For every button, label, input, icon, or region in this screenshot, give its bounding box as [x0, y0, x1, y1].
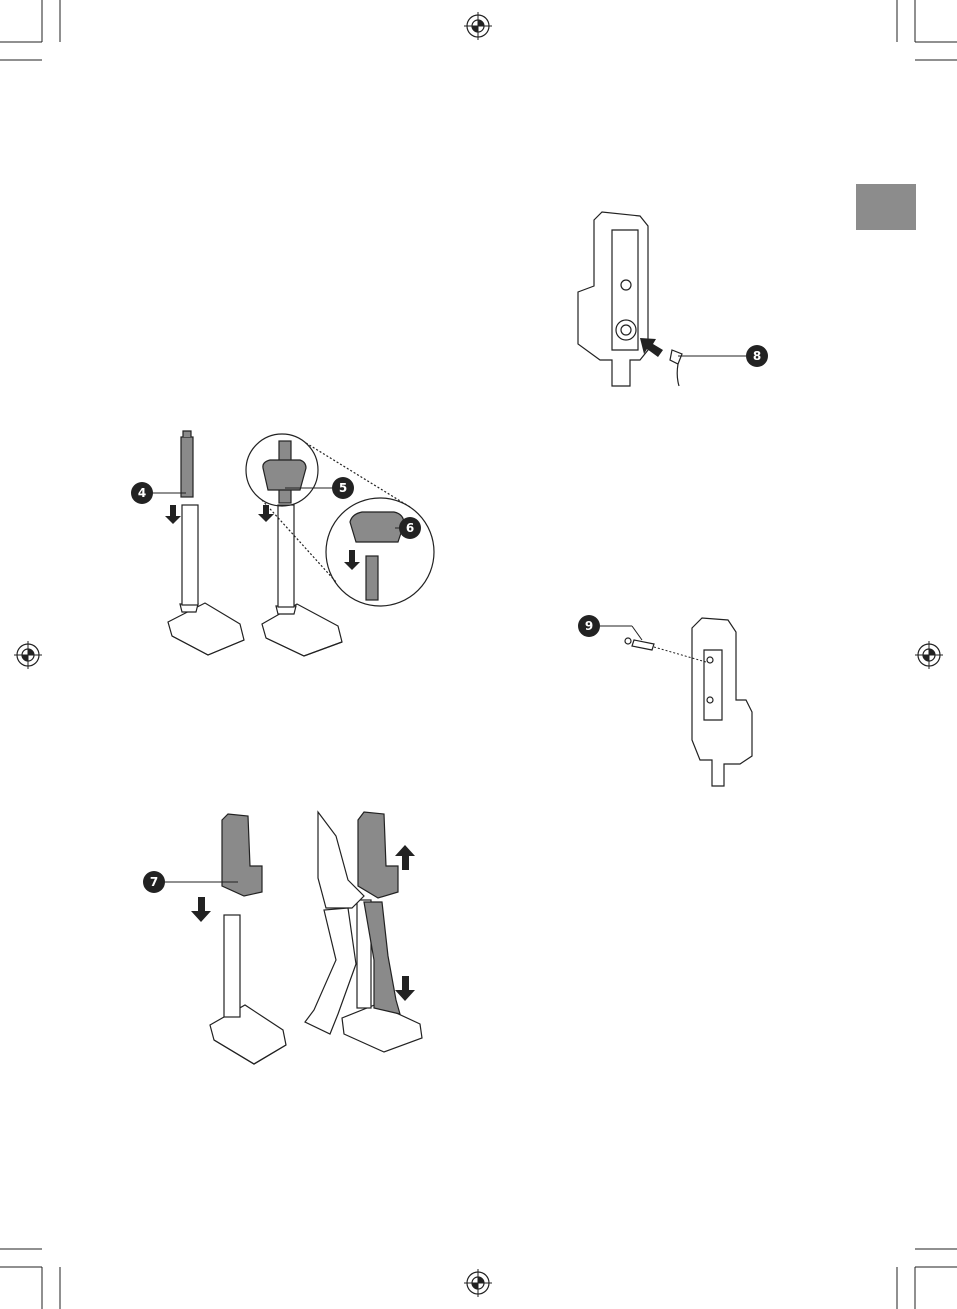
callout-5: 5 — [332, 477, 354, 499]
callout-4: 4 — [131, 482, 153, 504]
callout-7: 7 — [143, 871, 165, 893]
callout-9: 9 — [578, 615, 600, 637]
callout-8: 8 — [746, 345, 768, 367]
callout-6: 6 — [399, 517, 421, 539]
